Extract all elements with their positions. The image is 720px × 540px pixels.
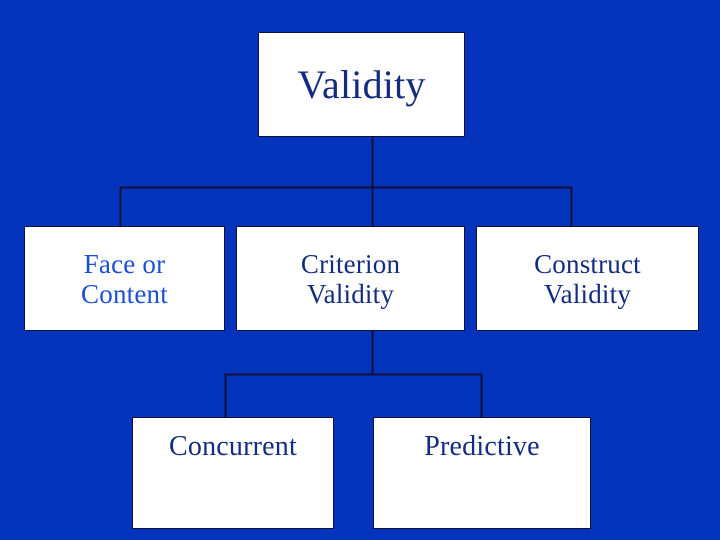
node-face-or-content-label: Face or Content	[81, 249, 168, 309]
node-concurrent-label: Concurrent	[169, 431, 297, 462]
node-validity-label: Validity	[297, 61, 426, 107]
node-criterion-validity-label: Criterion Validity	[300, 249, 401, 309]
node-construct-validity-label: Construct Validity	[534, 249, 641, 309]
node-criterion-validity[interactable]: Criterion Validity	[236, 226, 465, 331]
node-predictive[interactable]: Predictive	[373, 417, 591, 529]
node-validity[interactable]: Validity	[258, 32, 465, 137]
node-face-or-content[interactable]: Face or Content	[24, 226, 225, 331]
node-concurrent[interactable]: Concurrent	[132, 417, 334, 529]
node-predictive-label: Predictive	[424, 431, 540, 462]
node-construct-validity[interactable]: Construct Validity	[476, 226, 699, 331]
